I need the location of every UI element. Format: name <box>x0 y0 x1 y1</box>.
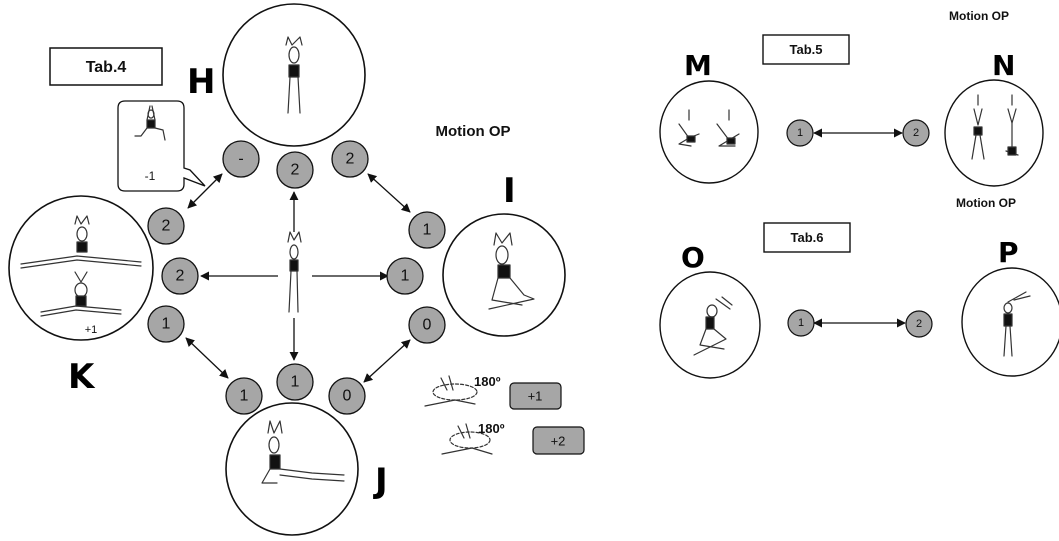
rotation-angle-1: 180º <box>474 374 501 389</box>
node-i-mid <box>386 257 424 295</box>
tab4-label: Tab.4 <box>49 47 163 86</box>
rotation-angle-2: 180º <box>478 421 505 436</box>
position-o-circle <box>659 271 761 379</box>
position-label-j: J <box>373 461 388 501</box>
position-label-k: K <box>68 357 96 397</box>
kneeling-reach-figure-icon <box>693 296 733 356</box>
callout-value: -1 <box>145 169 156 183</box>
node-h-right <box>331 140 369 178</box>
node-k-bottom-value: 1 <box>162 316 171 333</box>
center-arrows <box>185 173 411 383</box>
tab6-node-left-value: 1 <box>798 317 804 329</box>
kneeling-arms-up-icon <box>488 232 535 310</box>
callout-box: -1 <box>117 100 206 192</box>
node-k-mid-value: 2 <box>176 268 185 285</box>
node-i-bottom <box>408 306 446 344</box>
tab5-node-right <box>902 119 930 147</box>
position-h-circle <box>222 3 366 147</box>
svg-text:Tab.4: Tab.4 <box>86 59 127 76</box>
tab5-node-left <box>786 119 814 147</box>
position-m-circle <box>659 80 759 184</box>
node-j-left-value: 1 <box>240 388 249 405</box>
tab6-node-left <box>787 309 815 337</box>
tab5-node-right-value: 2 <box>913 127 919 139</box>
node-h-left-value: - <box>238 151 243 168</box>
motion-op-heading: Motion OP <box>436 123 511 140</box>
standing-arms-up-icon <box>285 36 303 114</box>
position-label-p: P <box>998 236 1019 269</box>
node-i-top <box>408 211 446 249</box>
tab6-node-right-value: 2 <box>916 318 922 330</box>
standing-reach-figure-icon <box>1003 291 1031 357</box>
node-k-top-value: 2 <box>162 218 171 235</box>
node-i-bottom-value: 0 <box>423 317 432 334</box>
node-i-top-value: 1 <box>423 222 432 239</box>
position-label-n: N <box>992 49 1015 82</box>
node-h-center-value: 2 <box>291 162 300 179</box>
node-j-center-value: 1 <box>291 374 300 391</box>
k-bonus-note: +1 <box>85 324 98 336</box>
tab5-label: Tab.5 <box>762 34 850 65</box>
rotation-180-icon <box>441 423 493 455</box>
handstand-figures-icon <box>971 94 1019 160</box>
rotation-legend-2: 180º +2 <box>441 421 585 455</box>
node-j-right-value: 0 <box>343 388 352 405</box>
center-standing-figure-icon <box>287 231 302 313</box>
position-label-i: I <box>503 171 516 211</box>
rotation-legend-1: 180º +1 <box>424 374 562 410</box>
sitting-legs-extended-icon <box>261 420 345 484</box>
position-j-circle <box>225 402 359 536</box>
node-j-left <box>225 377 263 415</box>
position-n-circle <box>944 79 1044 187</box>
position-k-circle: +1 <box>8 195 154 341</box>
position-i-circle <box>442 213 566 337</box>
node-k-top <box>147 207 185 245</box>
node-h-center <box>276 151 314 189</box>
position-p-circle <box>961 267 1059 377</box>
rotation-bonus-2: +2 <box>551 434 566 449</box>
node-i-mid-value: 1 <box>401 268 410 285</box>
svg-text:Tab.6: Tab.6 <box>791 230 824 245</box>
motion-op-tab5-heading: Motion OP <box>949 9 1009 23</box>
rotation-180-icon <box>424 375 478 407</box>
node-k-bottom <box>147 305 185 343</box>
position-label-h: H <box>187 62 215 102</box>
tab6-node-right <box>905 310 933 338</box>
lunge-figure-icon <box>134 105 166 141</box>
position-label-o: O <box>681 241 705 274</box>
tab5-node-left-value: 1 <box>797 127 803 139</box>
node-j-center <box>276 363 314 401</box>
rotation-bonus-1: +1 <box>528 389 543 404</box>
split-figures-icon <box>20 215 142 317</box>
svg-text:Tab.5: Tab.5 <box>790 42 823 57</box>
motion-op-tab6-heading: Motion OP <box>956 196 1016 210</box>
node-k-mid <box>161 257 199 295</box>
floor-bend-figures-icon <box>678 109 740 147</box>
position-label-m: M <box>684 49 712 82</box>
tab6-label: Tab.6 <box>763 222 851 253</box>
node-h-left <box>222 140 260 178</box>
node-j-right <box>328 377 366 415</box>
node-h-right-value: 2 <box>346 151 355 168</box>
